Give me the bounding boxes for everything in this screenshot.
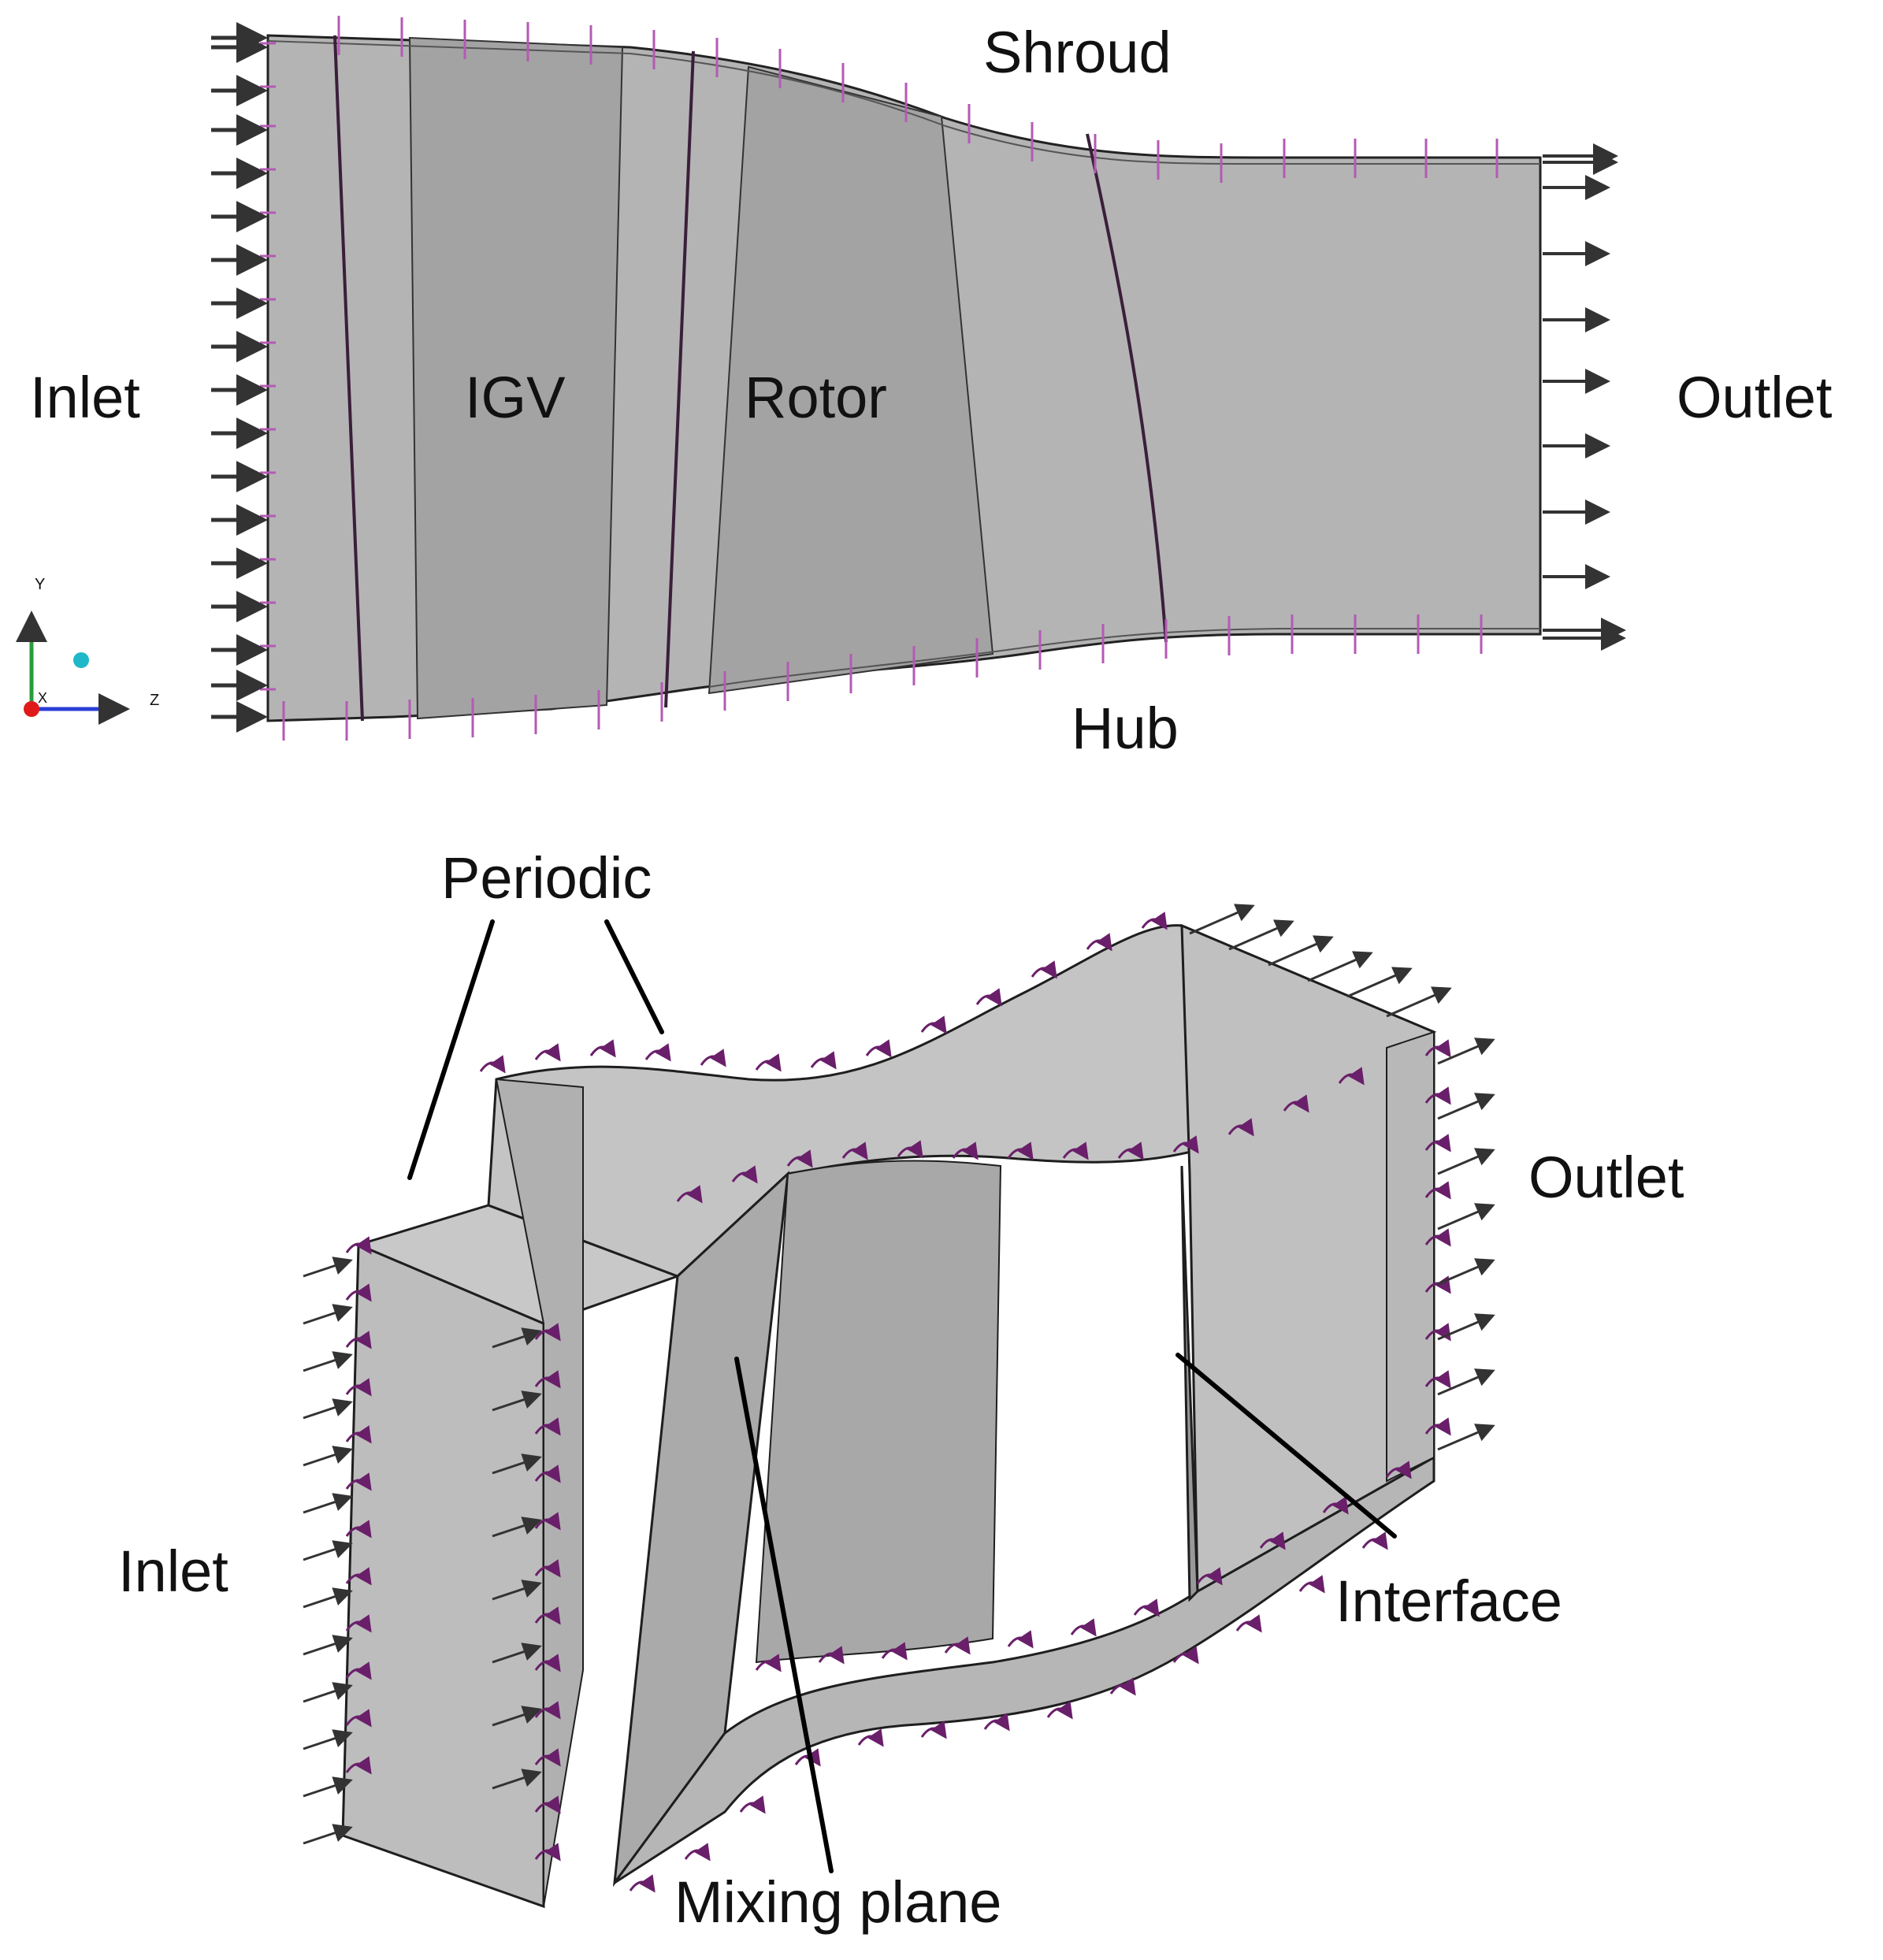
rotor-passage-iso	[755, 1160, 1002, 1664]
periodic-leader-right	[604, 919, 664, 1034]
axis-x-label: X	[38, 690, 47, 706]
hub-inner-line	[708, 628, 1540, 688]
label-outlet-iso: Outlet	[1528, 1145, 1684, 1210]
x-axis-icon	[24, 701, 39, 717]
shroud-inner-line	[267, 40, 1540, 165]
inlet-arrows	[211, 22, 268, 733]
leader-lines	[407, 919, 1397, 1873]
hub-ticks	[282, 614, 1483, 741]
inlet-face	[341, 1242, 545, 1909]
rotor-passage	[708, 65, 994, 695]
mixing-plane-leader	[734, 1357, 834, 1873]
label-periodic: Periodic	[441, 845, 652, 911]
label-hub: Hub	[1071, 696, 1179, 761]
label-inlet-top: Inlet	[30, 365, 140, 430]
axis-triad: Y Z X	[15, 576, 159, 725]
inlet-igv-interface	[333, 35, 364, 722]
label-inlet-iso: Inlet	[118, 1539, 228, 1604]
igv-passage-iso	[495, 1078, 584, 1907]
igv-passage	[408, 36, 624, 720]
mixing-plane-line	[664, 50, 695, 708]
axis-z-label: Z	[150, 692, 159, 709]
interface-leader	[1175, 1353, 1397, 1539]
label-rotor: Rotor	[745, 365, 887, 430]
label-mixing-plane: Mixing plane	[674, 1869, 1001, 1935]
isometric-view: Periodic Outlet Inlet Interface Mixing p…	[118, 845, 1684, 1935]
outlet-arrows	[1543, 143, 1626, 651]
label-igv: IGV	[465, 365, 566, 430]
view-sphere-icon	[73, 652, 89, 668]
periodic-markers	[345, 911, 1451, 1893]
periodic-leader-left	[407, 919, 495, 1180]
label-outlet-top: Outlet	[1677, 365, 1833, 430]
hub-surface	[613, 1455, 1435, 1884]
rotor-outlet-interface	[1086, 133, 1168, 643]
label-interface: Interface	[1335, 1568, 1562, 1634]
outlet-arrows-iso	[1189, 904, 1495, 1451]
label-shroud: Shroud	[983, 20, 1172, 85]
inlet-arrows-iso	[303, 1257, 542, 1845]
shroud-ticks	[337, 16, 1499, 183]
meridional-view: Y Z X Inlet IGV Rotor Outlet Shroud Hub	[15, 16, 1833, 761]
outlet-face	[1386, 1030, 1435, 1483]
axis-y-label: Y	[35, 576, 45, 593]
